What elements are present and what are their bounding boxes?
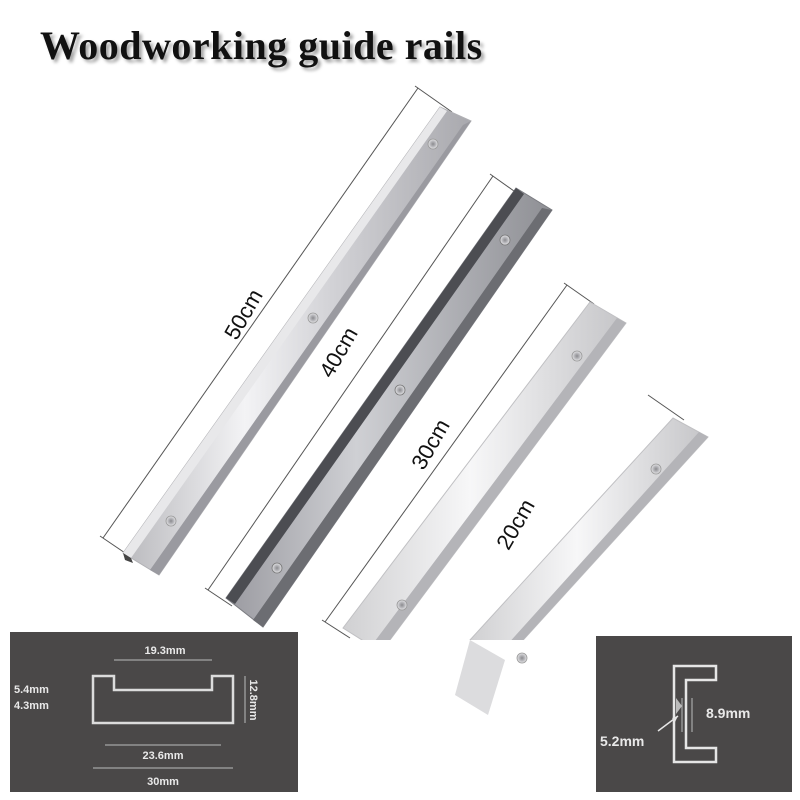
rail-20cm-lower — [455, 640, 528, 715]
rail-length-label: 20cm — [491, 495, 540, 554]
base-thickness-label: 4.3mm — [14, 700, 49, 712]
mounting-hole-icon — [396, 599, 408, 611]
rail-length-label: 50cm — [219, 285, 268, 344]
total-height-label: 12.8mm — [247, 680, 259, 721]
inner-width-label: 23.6mm — [143, 750, 184, 762]
total-width-label: 30mm — [147, 776, 179, 788]
mounting-hole-icon — [650, 463, 662, 475]
mounting-hole-icon — [516, 652, 528, 664]
slot-depth-label: 5.2mm — [600, 733, 644, 749]
rails-illustration: 50cm 40cm 30cm 20cm — [99, 85, 709, 640]
mounting-hole-icon — [307, 312, 319, 324]
mounting-hole-icon — [271, 562, 283, 574]
mounting-hole-icon — [165, 515, 177, 527]
t-track-profile-icon — [91, 674, 235, 725]
mounting-hole-icon — [499, 234, 511, 246]
profile-dimension-inset: 19.3mm 5.4mm 4.3mm 12.8mm 23.6mm 30mm — [10, 632, 298, 792]
mounting-hole-icon — [394, 384, 406, 396]
rail-length-label: 30cm — [406, 415, 455, 474]
rail-40cm: 40cm — [204, 173, 553, 628]
side-dimension-inset: 8.9mm 5.2mm — [596, 636, 792, 792]
mounting-hole-icon — [427, 138, 439, 150]
top-width-label: 19.3mm — [145, 645, 186, 657]
mounting-hole-icon — [571, 350, 583, 362]
lip-height-label: 5.4mm — [14, 684, 49, 696]
page-title: Woodworking guide rails — [40, 23, 483, 68]
side-profile-icon — [672, 664, 718, 764]
slot-opening-label: 8.9mm — [706, 705, 750, 721]
